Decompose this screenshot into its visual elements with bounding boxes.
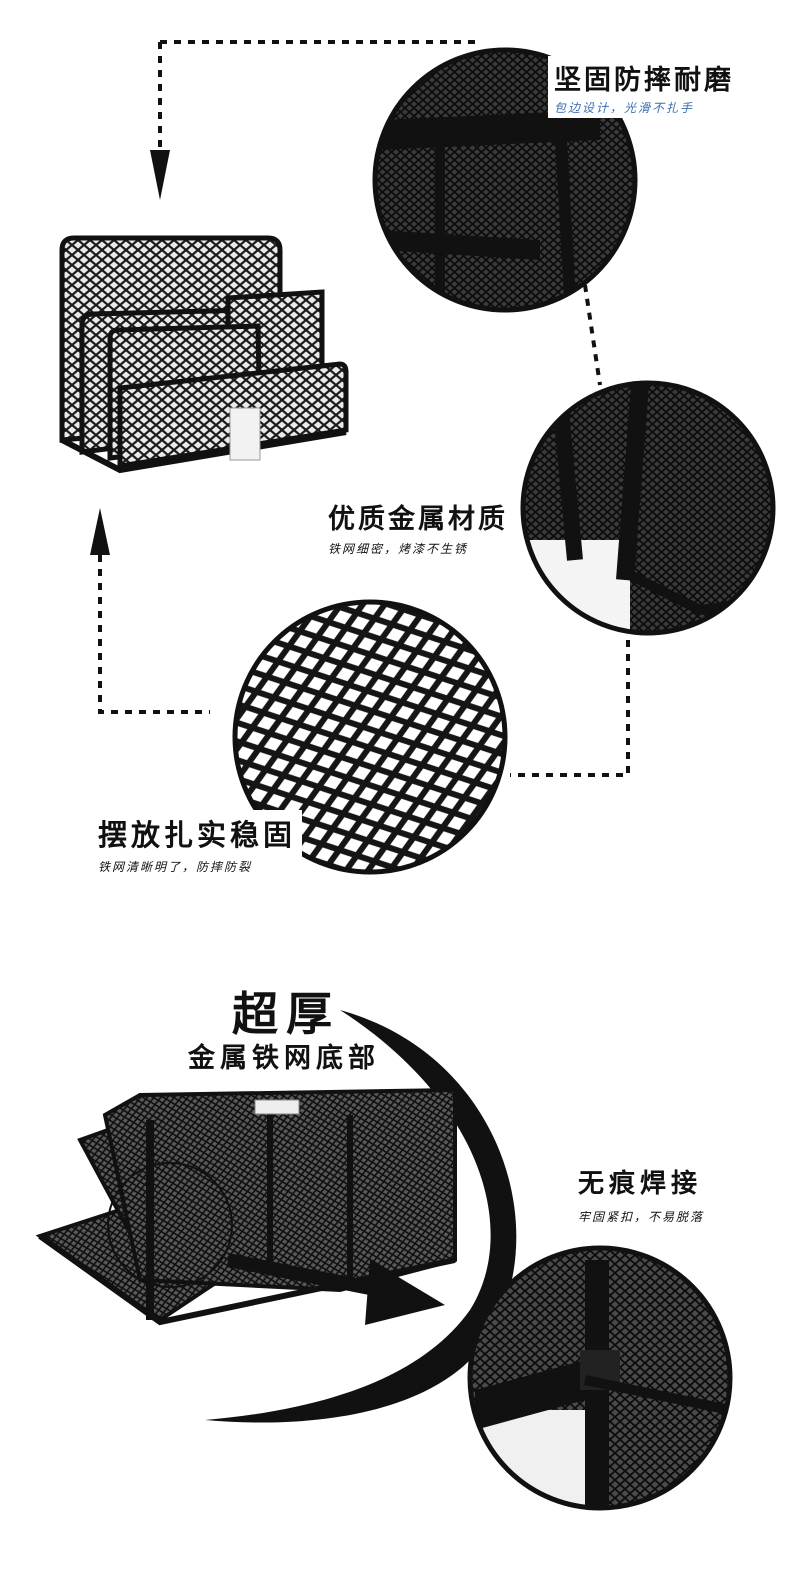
weld-label: 无痕焊接 牢固紧扣，不易脱落 [578, 1163, 704, 1225]
feature-3-subtitle: 铁网清晰明了，防摔防裂 [98, 860, 253, 874]
zoom-circle-weld [467, 1245, 733, 1511]
dashed-path [98, 40, 630, 777]
feature-2-title: 优质金属材质 [328, 504, 508, 535]
weld-title: 无痕焊接 [578, 1169, 703, 1199]
feature-3-title: 摆放扎实稳固 [98, 818, 297, 852]
arrow-down-icon [150, 150, 170, 200]
arrow-right-icon [226, 1253, 445, 1325]
arrow-up-icon [90, 508, 110, 555]
zoom-circle-material [520, 380, 776, 636]
feature-1-subtitle: 包边设计，光滑不扎手 [554, 101, 695, 115]
feature-1-title: 坚固防摔耐磨 [554, 65, 734, 96]
product-image-sorter [59, 235, 349, 474]
lower-graphics [35, 1010, 733, 1511]
highlight-circle [107, 1162, 233, 1288]
thick-base-line: 金属铁网底部 [188, 1043, 380, 1074]
weld-subtitle: 牢固紧扣，不易脱落 [578, 1210, 705, 1224]
product-image-base [35, 1087, 457, 1326]
upper-graphics [59, 40, 776, 875]
feature-2-label: 优质金属材质 铁网细密，烤漆不生锈 [328, 497, 508, 557]
feature-3-label: 摆放扎实稳固 铁网清晰明了，防摔防裂 [92, 810, 303, 877]
thick-base-big: 超厚 [232, 987, 340, 1041]
feature-2-subtitle: 铁网细密，烤漆不生锈 [328, 542, 469, 556]
feature-1-label: 坚固防摔耐磨 包边设计，光滑不扎手 [548, 56, 740, 118]
